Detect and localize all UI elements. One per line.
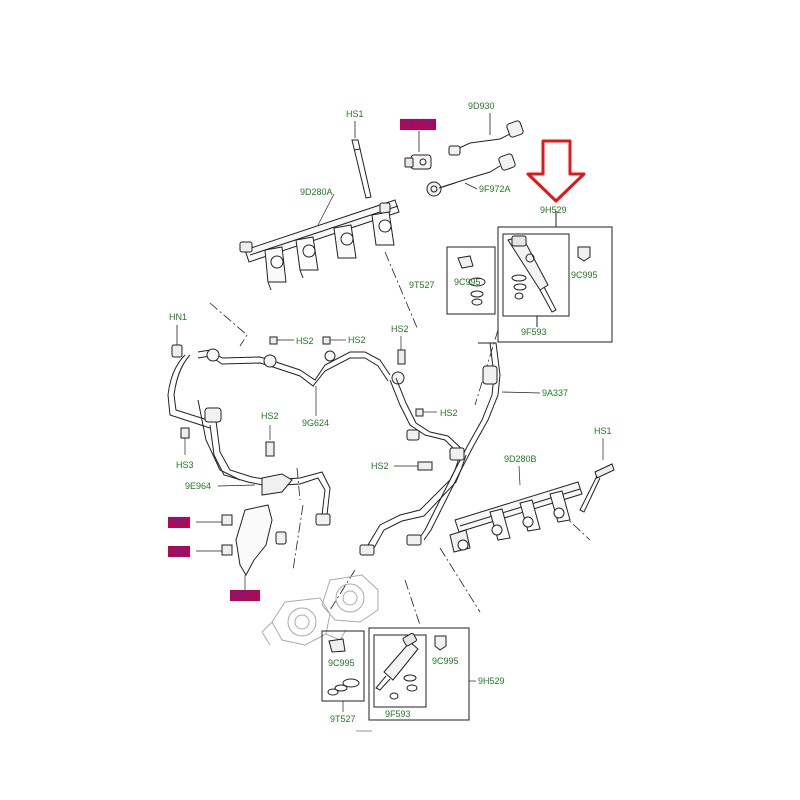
label-hs3: HS3 (176, 460, 194, 470)
bolt-hs1-right-icon (579, 438, 615, 513)
bolt-hs2-icon-a (269, 336, 294, 345)
sensor-9f972b-icon (404, 131, 432, 170)
bolt-hs1-top-icon (351, 121, 372, 199)
label-9e964: 9E964 (185, 481, 212, 491)
pump-housing-ghost-icon (261, 574, 379, 646)
seal-kit-box-bottom (321, 630, 365, 712)
fuel-line-9a337-icon (417, 342, 541, 541)
connector-hn1-icon (171, 325, 183, 358)
label-hb2: HB2 (168, 546, 190, 557)
fuel-rail-9d280a-icon (239, 199, 400, 291)
injector-kit-box-bottom (368, 627, 476, 721)
bracket-9b007-icon (196, 504, 287, 590)
sensor-9f972a-icon (426, 153, 516, 197)
label-hs2-d: HS2 (440, 408, 458, 418)
label-9g624: 9G624 (302, 418, 330, 428)
label-hs2-a: HS2 (296, 336, 314, 346)
seal-kit-box-top (446, 246, 496, 315)
label-9f972b: 9F972B (400, 119, 436, 130)
fuel-rail-9d280b-icon (449, 465, 583, 553)
label-9a337: 9A337 (542, 388, 569, 398)
fuel-line-center-icon (359, 377, 467, 556)
injector-kit-box-top (497, 211, 613, 343)
label-hs2-b: HS2 (348, 335, 366, 345)
label-9c995-c: 9C995 (328, 658, 355, 668)
label-9d930: 9D930 (468, 101, 495, 111)
bolt-hs3-icon (180, 427, 190, 455)
bolt-hs2-icon-f (394, 461, 433, 471)
label-9f593-bottom: 9F593 (385, 709, 411, 719)
harness-9d930-icon (448, 113, 524, 156)
label-hn1: HN1 (169, 312, 188, 322)
bolt-hs2-icon-d (415, 408, 437, 417)
label-9t527-top: 9T527 (409, 280, 435, 290)
label-hs2-e: HS2 (261, 411, 279, 421)
label-9h529-bottom: 9H529 (478, 676, 505, 686)
label-9h529-top: 9H529 (540, 205, 567, 215)
bolt-hs2-icon-c (397, 336, 406, 365)
label-hs2-f: HS2 (371, 461, 389, 471)
label-9c995-a: 9C995 (454, 277, 481, 287)
label-9f593-top: 9F593 (521, 327, 547, 337)
label-9f972a: 9F972A (479, 184, 511, 194)
label-hs1-right: HS1 (594, 426, 612, 436)
label-9b007: 9B007 (230, 590, 261, 601)
label-9d280a: 9D280A (300, 187, 333, 197)
label-9c995-b: 9C995 (571, 270, 598, 280)
label-hs2-c: HS2 (391, 324, 409, 334)
bolt-hs2-icon-e (265, 425, 275, 457)
label-9t527-bottom: 9T527 (330, 714, 356, 724)
bolt-hs2-icon-b (322, 336, 346, 345)
label-9d280b: 9D280B (504, 454, 537, 464)
fuel-lines-left-icon (167, 348, 405, 526)
label-hs1-top: HS1 (346, 109, 364, 119)
attention-arrow-icon (526, 139, 586, 203)
label-hb1: HB1 (168, 517, 190, 528)
label-9c995-d: 9C995 (432, 656, 459, 666)
